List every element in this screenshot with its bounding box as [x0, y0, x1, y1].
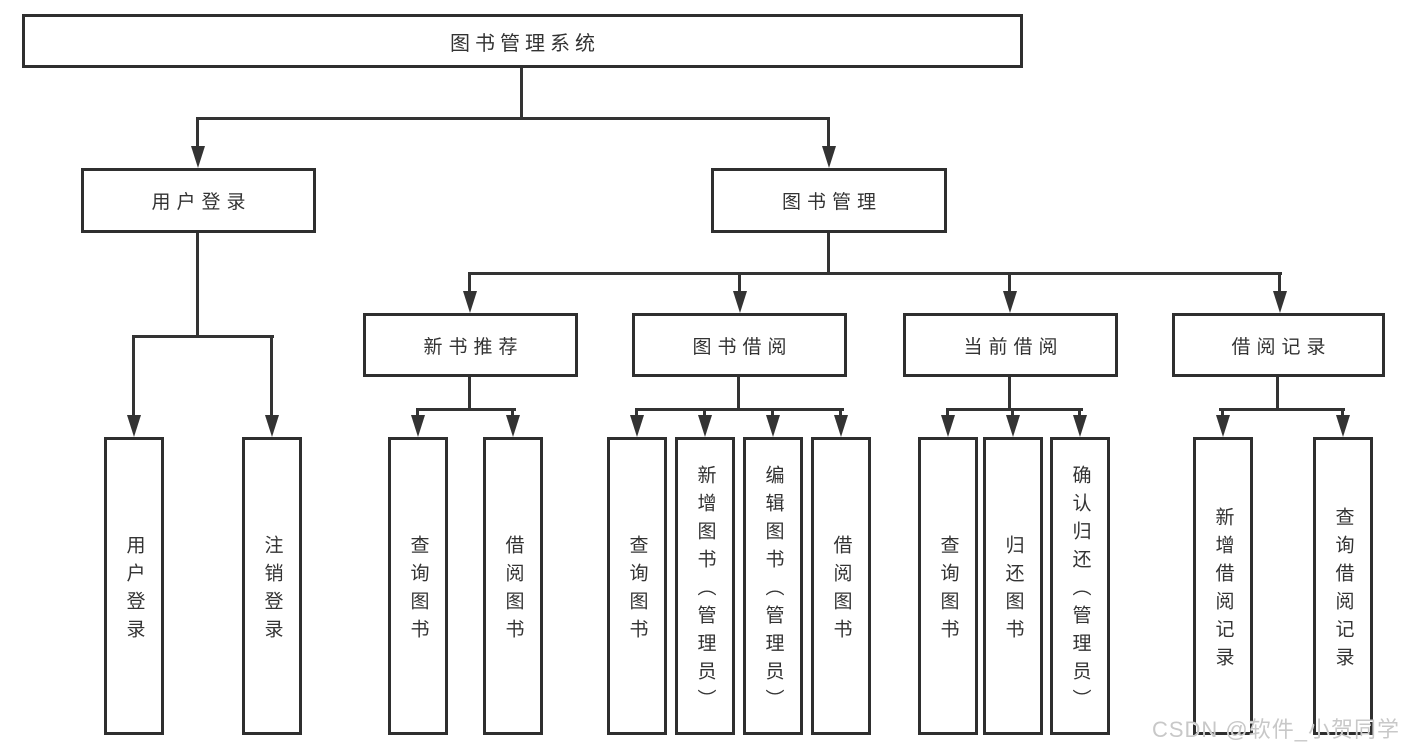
leaf-label: 查询图书 — [626, 534, 648, 647]
arrow-down-icon — [1336, 415, 1350, 437]
arrow-down-icon — [1003, 291, 1017, 313]
connector-line — [1219, 408, 1345, 411]
connector-line — [827, 233, 830, 272]
leaf-add-borrow-record: 新增借阅记录 — [1193, 437, 1253, 735]
connector-line — [635, 408, 638, 415]
leaf-label: 查询图书 — [937, 534, 959, 647]
arrow-down-icon — [698, 415, 712, 437]
leaf-query-books-borrow: 查询图书 — [607, 437, 667, 735]
arrow-down-icon — [1273, 291, 1287, 313]
leaf-edit-book-admin: 编辑图书（管理员） — [743, 437, 803, 735]
leaf-logout: 注销登录 — [242, 437, 302, 735]
node-user-login: 用户登录 — [81, 168, 316, 233]
connector-line — [827, 117, 830, 148]
arrow-down-icon — [733, 291, 747, 313]
leaf-label: 确认归还（管理员） — [1069, 464, 1091, 717]
connector-line — [737, 377, 740, 408]
arrow-down-icon — [630, 415, 644, 437]
leaf-label: 注销登录 — [261, 534, 283, 647]
node-new-book-recommend: 新书推荐 — [363, 313, 578, 377]
leaf-query-books-current: 查询图书 — [918, 437, 978, 735]
arrow-down-icon — [127, 415, 141, 437]
leaf-borrow-books-recommend: 借阅图书 — [483, 437, 543, 735]
connector-line — [196, 233, 199, 335]
connector-line — [1078, 408, 1081, 415]
arrow-down-icon — [411, 415, 425, 437]
connector-line — [946, 408, 1083, 411]
connector-line — [738, 272, 741, 291]
connector-line — [468, 272, 1282, 275]
leaf-add-book-admin: 新增图书（管理员） — [675, 437, 735, 735]
arrow-down-icon — [941, 415, 955, 437]
node-book-management: 图书管理 — [711, 168, 947, 233]
leaf-label: 用户登录 — [123, 534, 145, 647]
connector-line — [1278, 272, 1281, 291]
connector-line — [1341, 408, 1344, 415]
connector-line — [270, 335, 273, 415]
leaf-query-borrow-record: 查询借阅记录 — [1313, 437, 1373, 735]
connector-line — [520, 68, 523, 117]
connector-line — [468, 272, 471, 291]
arrow-down-icon — [1216, 415, 1230, 437]
connector-line — [771, 408, 774, 415]
arrow-down-icon — [265, 415, 279, 437]
arrow-down-icon — [506, 415, 520, 437]
leaf-query-books-recommend: 查询图书 — [388, 437, 448, 735]
connector-line — [1276, 377, 1279, 408]
connector-line — [946, 408, 949, 415]
connector-line — [132, 335, 135, 415]
arrow-down-icon — [766, 415, 780, 437]
leaf-return-book: 归还图书 — [983, 437, 1043, 735]
leaf-confirm-return-admin: 确认归还（管理员） — [1050, 437, 1110, 735]
leaf-label: 借阅图书 — [502, 534, 524, 647]
connector-line — [416, 408, 419, 415]
connector-line — [1008, 272, 1011, 291]
connector-line — [635, 408, 844, 411]
connector-line — [1011, 408, 1014, 415]
arrow-down-icon — [834, 415, 848, 437]
connector-line — [196, 117, 830, 120]
connector-line — [468, 377, 471, 408]
arrow-down-icon — [1073, 415, 1087, 437]
leaf-borrow-books: 借阅图书 — [811, 437, 871, 735]
connector-line — [511, 408, 514, 415]
leaf-label: 借阅图书 — [830, 534, 852, 647]
leaf-label: 编辑图书（管理员） — [762, 464, 784, 717]
arrow-down-icon — [191, 146, 205, 168]
connector-line — [839, 408, 842, 415]
arrow-down-icon — [822, 146, 836, 168]
leaf-label: 查询图书 — [407, 534, 429, 647]
arrow-down-icon — [1006, 415, 1020, 437]
leaf-label: 新增图书（管理员） — [694, 464, 716, 717]
connector-line — [1221, 408, 1224, 415]
node-current-borrow: 当前借阅 — [903, 313, 1118, 377]
leaf-label: 查询借阅记录 — [1332, 506, 1354, 675]
node-borrow-records: 借阅记录 — [1172, 313, 1385, 377]
arrow-down-icon — [463, 291, 477, 313]
connector-line — [196, 117, 199, 148]
leaf-label: 归还图书 — [1002, 534, 1024, 647]
watermark: CSDN @软件_小贺同学 — [1151, 717, 1400, 742]
connector-line — [416, 408, 516, 411]
connector-line — [703, 408, 706, 415]
node-book-borrow: 图书借阅 — [632, 313, 847, 377]
node-root: 图书管理系统 — [22, 14, 1023, 68]
leaf-user-login: 用户登录 — [104, 437, 164, 735]
connector-line — [1008, 377, 1011, 408]
leaf-label: 新增借阅记录 — [1212, 506, 1234, 675]
connector-line — [132, 335, 274, 338]
